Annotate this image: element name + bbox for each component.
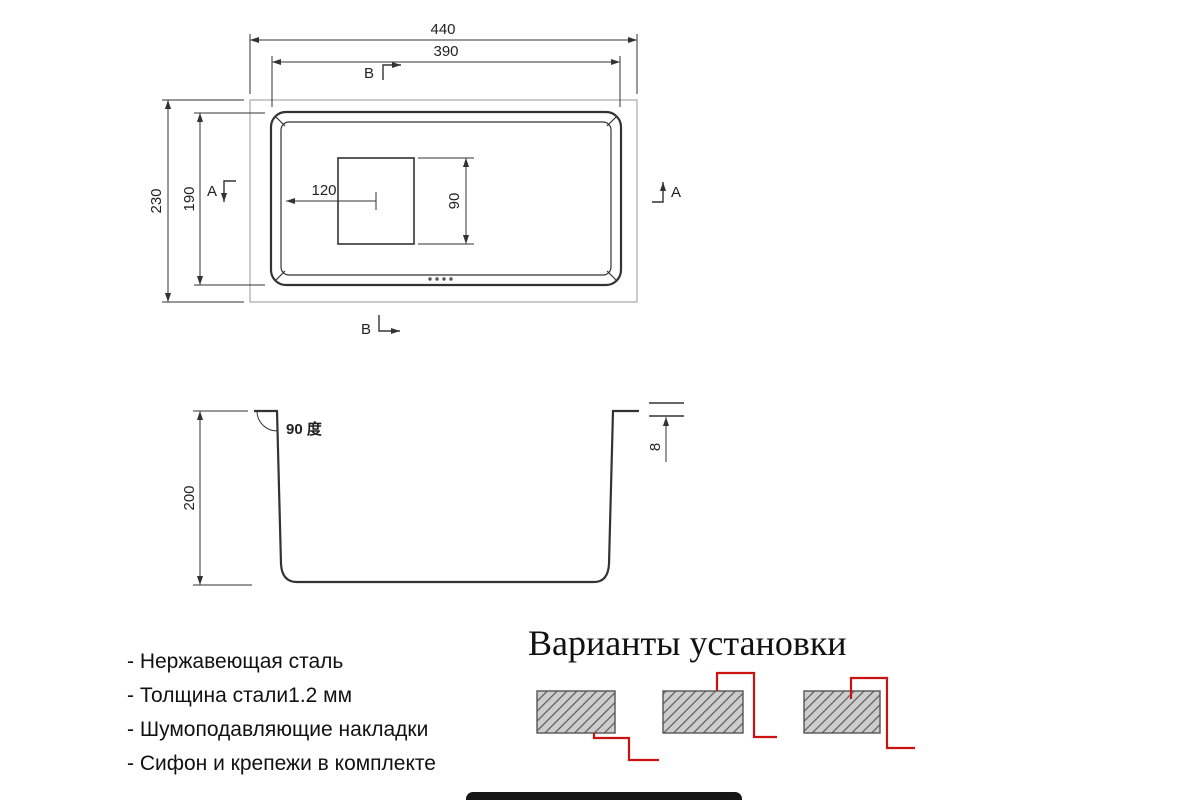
counter-profile-red-line: [592, 733, 659, 762]
rim-corner-line: [606, 270, 617, 281]
section-cut-markers: [220, 61, 667, 335]
overflow-dots: [428, 277, 453, 281]
section-a-left-arrow-icon: [220, 180, 236, 202]
section-a-right-arrow-icon: [652, 182, 667, 203]
section-marker-a-right: A: [671, 184, 681, 201]
dim-label-120: 120: [311, 182, 336, 199]
section-marker-b-bottom: B: [361, 321, 371, 338]
bottom-bar: [466, 792, 742, 800]
section-marker-b-top: B: [364, 65, 374, 82]
sink-rim-inner: [280, 121, 612, 276]
counter-profile-red-line: [715, 671, 777, 739]
dim-label-190: 190: [181, 186, 198, 211]
feature-list: - Нержавеющая сталь - Толщина стали1.2 м…: [127, 645, 436, 781]
sink-rim-outer: [269, 110, 623, 287]
dim-8: [649, 402, 684, 462]
section-view: [193, 402, 684, 586]
feature-item-thickness: - Толщина стали1.2 мм: [127, 684, 353, 707]
section-b-top-arrow-icon: [382, 61, 401, 80]
installation-diagrams: [536, 671, 915, 762]
install-option-flush: [662, 671, 777, 739]
install-option-overmount: [803, 676, 915, 750]
dim-label-8: 8: [647, 443, 664, 451]
sink-body-hatched: [803, 690, 881, 734]
section-b-bottom-arrow-icon: [378, 315, 400, 335]
feature-item-noise-pads: - Шумоподавляющие накладки: [127, 718, 429, 741]
top-view: [249, 99, 638, 303]
rim-corner-line: [275, 116, 286, 127]
rim-corner-line: [606, 116, 617, 127]
sink-profile: [254, 409, 639, 584]
dim-200: [193, 410, 252, 586]
rim-corner-line: [275, 270, 286, 281]
installation-options-title: Варианты установки: [528, 623, 847, 663]
counter-outline: [249, 99, 638, 303]
dim-label-90: 90: [446, 193, 463, 210]
feature-item-material: - Нержавеющая сталь: [127, 650, 344, 673]
section-marker-a-left: A: [207, 183, 217, 200]
dim-label-390: 390: [433, 43, 458, 60]
sink-body-hatched: [536, 690, 616, 734]
angle-arc: [256, 410, 278, 432]
dim-label-200: 200: [181, 485, 198, 510]
top-view-dimensions: [162, 34, 638, 303]
sink-body-hatched: [662, 690, 744, 734]
dim-label-230: 230: [148, 188, 165, 213]
angle-label-90deg: 90 度: [286, 420, 323, 438]
counter-profile-red-line: [849, 676, 915, 750]
feature-item-siphon: - Сифон и крепежи в комплекте: [127, 752, 436, 775]
install-option-undermount: [536, 690, 659, 762]
dim-label-440: 440: [430, 21, 455, 38]
